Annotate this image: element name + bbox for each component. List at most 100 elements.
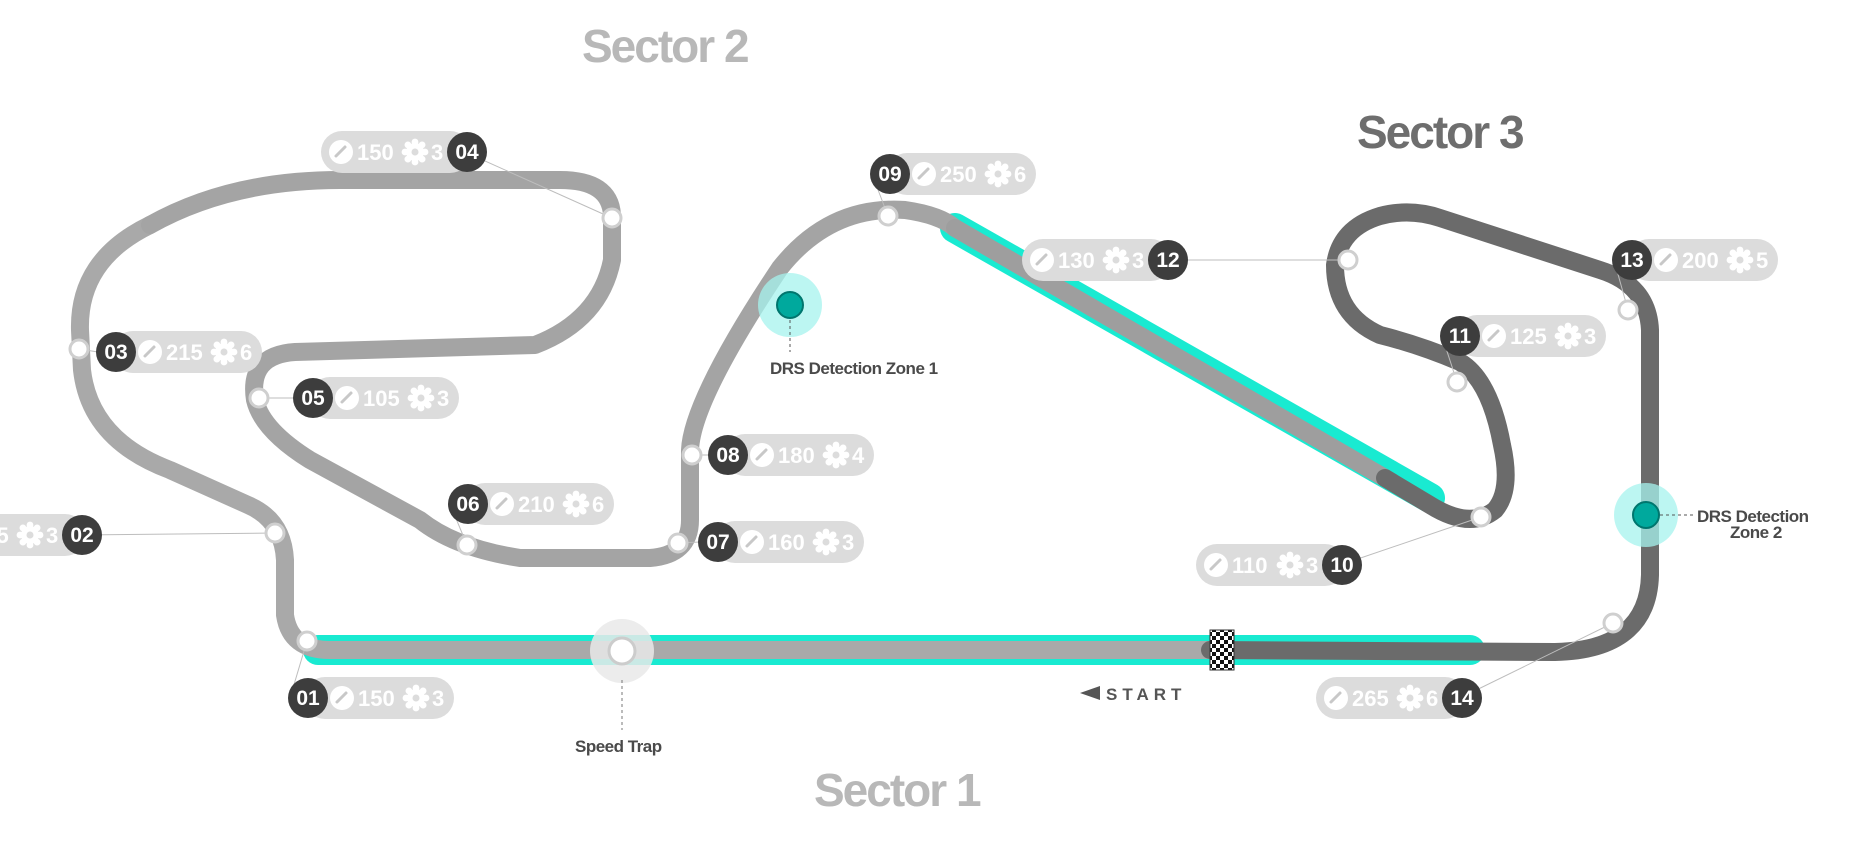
speedometer-icon [912,162,936,186]
corner-speed: 150 [358,686,395,711]
corner-number: 04 [455,141,479,164]
drs-detection-1-point [776,291,804,319]
corner-speed: 125 [1510,324,1547,349]
corner-speed: 210 [518,492,555,517]
corner-05: 105 3 05 [248,377,459,419]
corner-markers: 1503011553022156031503041053052106061603… [0,131,1778,719]
corner-speed: 200 [1682,248,1719,273]
corner-speed: 215 [166,340,203,365]
corner-dot [264,522,286,544]
corner-number: 14 [1450,687,1474,710]
corner-gear: 3 [431,140,443,165]
gear-icon [1726,246,1754,274]
corner-dot [1602,612,1624,634]
start-text: START [1106,685,1186,704]
drs-detection-2: DRS Detection Zone 2 [1614,483,1809,547]
drs-detection-2-label-line2: Zone 2 [1730,523,1782,542]
gear-icon [16,521,44,549]
corner-pointer-line [79,532,276,536]
start-arrow-icon [1080,686,1100,700]
corner-number-badge [1322,545,1362,585]
corner-number: 11 [1449,325,1472,348]
corner-dot [601,207,623,229]
gear-icon [210,338,238,366]
speed-trap-marker [607,636,637,666]
corner-pointer-line [1339,516,1482,566]
track-sector-2 [141,171,964,567]
corner-speed: 155 [0,523,9,548]
corner-dot [1617,299,1639,321]
gear-icon [812,528,840,556]
corner-11: 125 3 11 [1440,315,1606,393]
drs-detection-1: DRS Detection Zone 1 [758,273,938,378]
drs-detection-1-label: DRS Detection Zone 1 [770,359,938,378]
corner-dot [456,534,478,556]
corner-gear: 6 [1014,162,1026,187]
corner-02: 155302 [0,514,286,556]
corner-info-pill [1196,544,1346,586]
corner-number-badge [708,435,748,475]
corner-gear: 3 [46,523,58,548]
drs-zones [303,213,1485,665]
corner-gear: 6 [592,492,604,517]
corner-gear: 3 [842,530,854,555]
corner-gear: 3 [437,386,449,411]
corner-number: 09 [878,163,901,186]
corner-dot [681,444,703,466]
corner-number-badge [288,678,328,718]
gear-icon [407,384,435,412]
speed-trap-label: Speed Trap [575,737,662,756]
speedometer-icon [335,386,359,410]
corner-number-badge [62,515,102,555]
corner-gear: 3 [1306,553,1318,578]
corner-dot [1470,506,1492,528]
gear-icon [984,160,1012,188]
corner-number-badge [96,332,136,372]
corner-gear: 3 [1132,248,1144,273]
gear-icon [401,138,429,166]
sector-1-title: Sector 1 [814,764,981,816]
corner-speed: 105 [363,386,400,411]
corner-number: 03 [104,341,127,364]
start-finish-line [1209,629,1235,671]
corner-number-badge [1612,240,1652,280]
track-sector-3 [1201,203,1659,661]
corner-dot [68,338,90,360]
corner-speed: 265 [1352,686,1389,711]
track-sector-1 [70,216,1219,659]
gear-icon [1102,246,1130,274]
gear-icon [402,684,430,712]
speedometer-icon [1482,324,1506,348]
corner-number-badge [447,132,487,172]
corner-dot [1337,249,1359,271]
corner-number: 12 [1156,249,1179,272]
corner-dot [1446,371,1468,393]
corner-pointer-line [464,151,613,219]
corner-gear: 3 [1584,324,1596,349]
gear-icon [1276,551,1304,579]
corner-speed: 160 [768,530,805,555]
corner-number-badge [698,522,738,562]
corner-number: 13 [1620,249,1643,272]
corner-gear: 4 [852,443,865,468]
sector-3-title: Sector 3 [1357,106,1523,158]
drs-detection-2-point [1632,501,1660,529]
speedometer-icon [330,686,354,710]
corner-number: 05 [301,387,325,410]
speedometer-icon [1654,248,1678,272]
corner-number-badge [1442,678,1482,718]
corner-info-pill [321,131,471,173]
corner-dot [667,532,689,554]
corner-info-pill [1316,677,1466,719]
corner-number-badge [1148,240,1188,280]
corner-dot [296,630,318,652]
corner-pointer-line [1459,622,1614,699]
corner-number: 01 [296,687,320,710]
